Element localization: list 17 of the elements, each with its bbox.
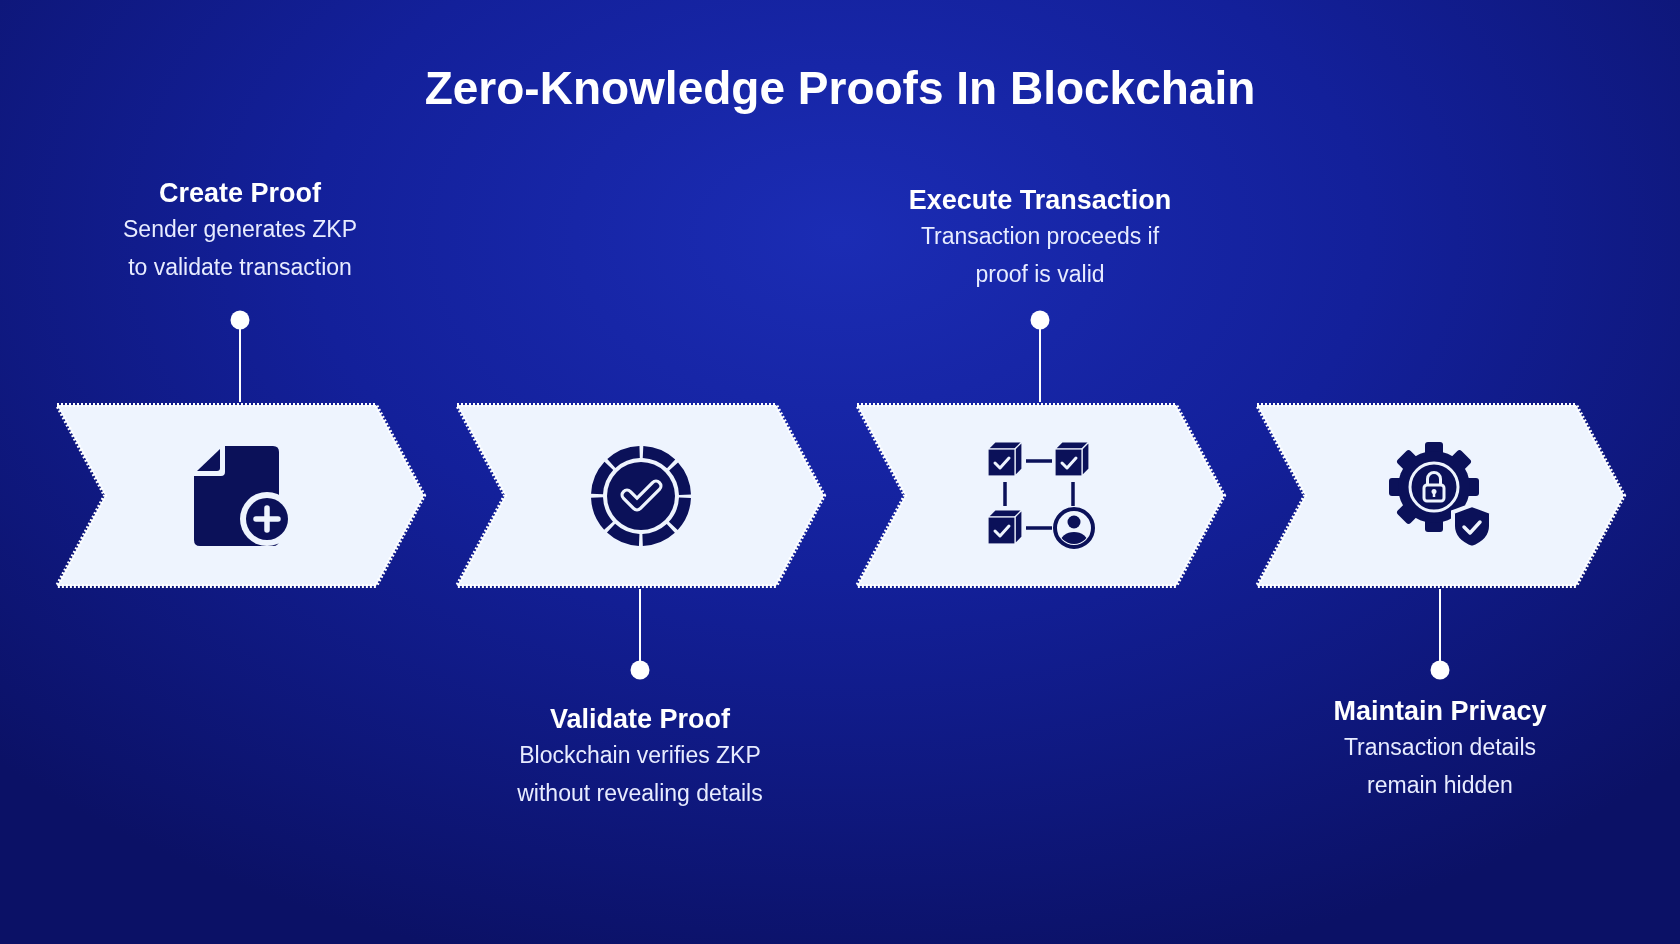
chevron-shape xyxy=(854,402,1228,589)
leader-line xyxy=(1430,588,1450,680)
step-description: Transaction proceeds if proof is valid xyxy=(919,222,1161,289)
step-heading: Create Proof xyxy=(158,177,321,210)
chevron-shape xyxy=(54,402,428,589)
leader-line xyxy=(1030,310,1050,403)
diagram-title: Zero-Knowledge Proofs In Blockchain xyxy=(424,61,1256,116)
leader-line xyxy=(230,310,250,403)
leader-line xyxy=(630,588,650,680)
step-description: Sender generates ZKP to validate transaction xyxy=(122,215,358,282)
step-heading: Execute Transaction xyxy=(908,184,1172,217)
step-description: Transaction details remain hidden xyxy=(1342,733,1538,800)
step-description: Blockchain verifies ZKP without revealing details xyxy=(516,741,764,808)
chevron-shape xyxy=(1254,402,1628,589)
chevron-shape xyxy=(454,402,828,589)
step-heading: Validate Proof xyxy=(549,703,731,736)
step-heading: Maintain Privacy xyxy=(1333,695,1547,728)
